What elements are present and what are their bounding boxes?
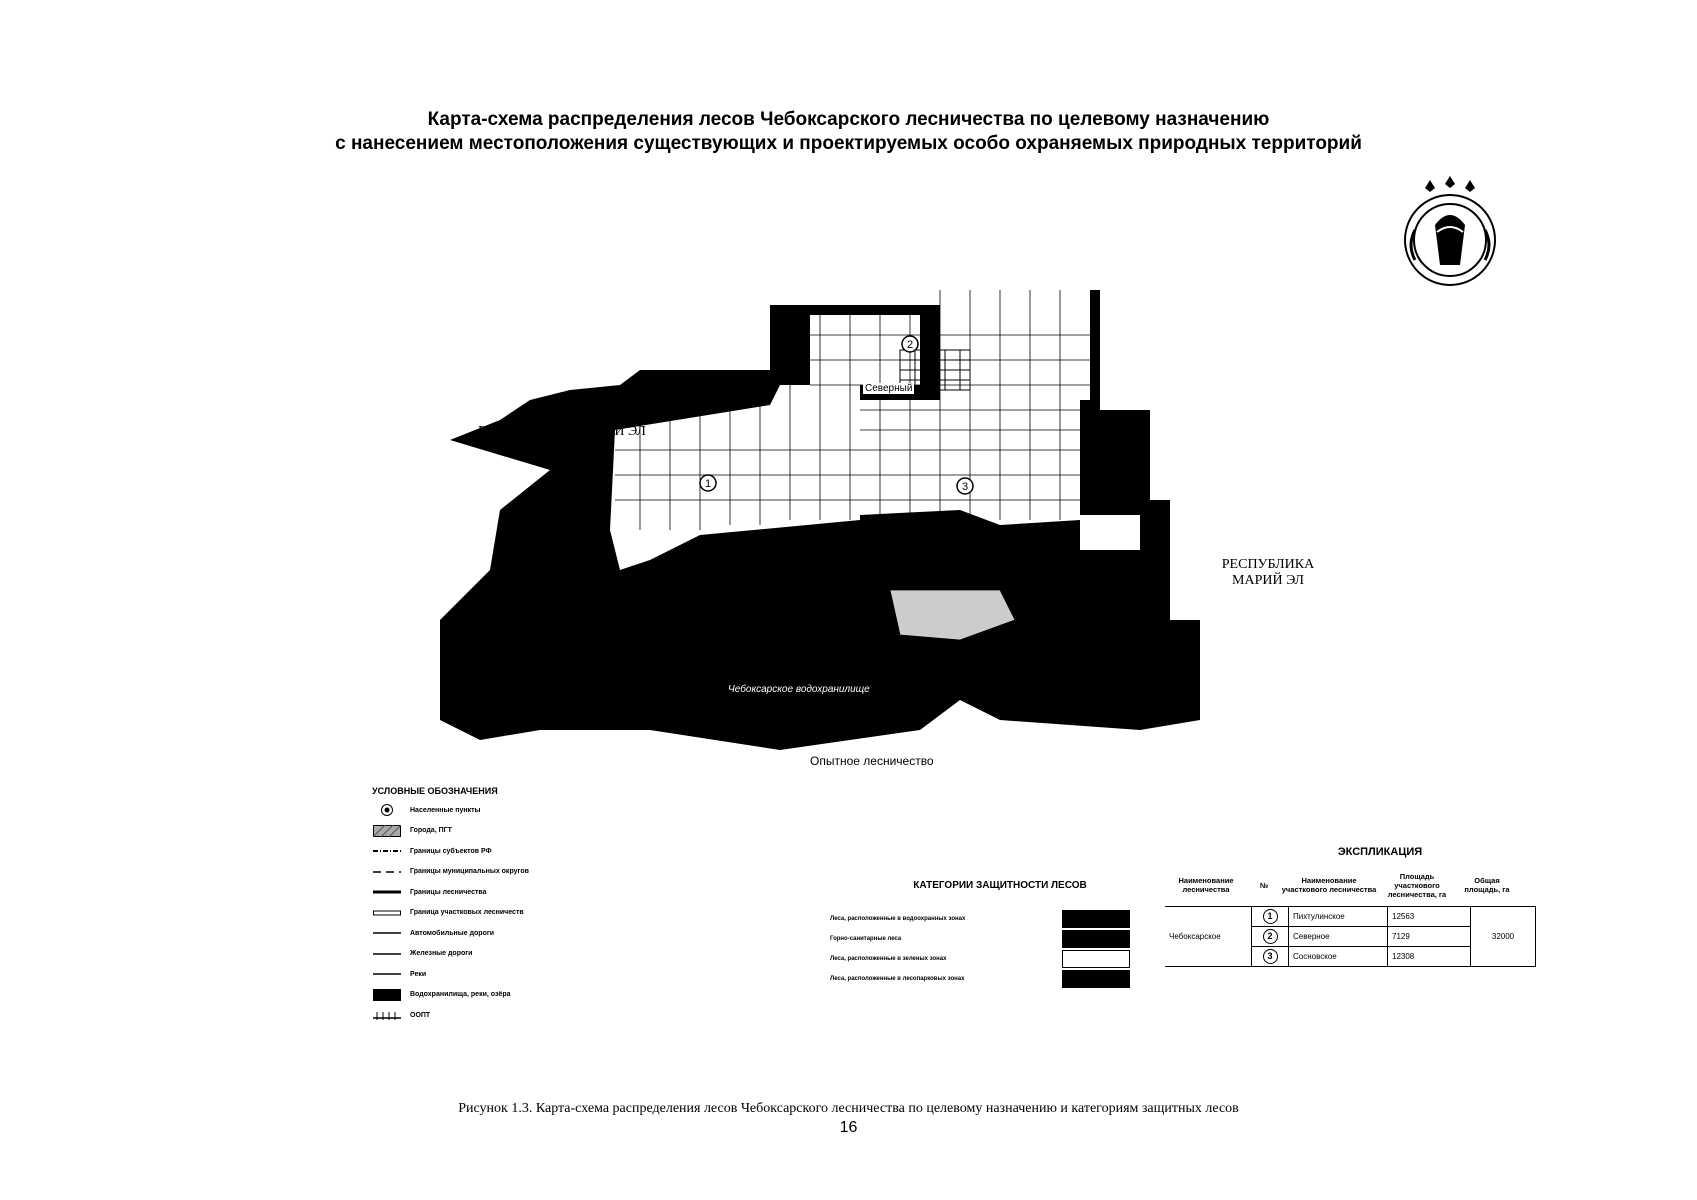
settlement-icon bbox=[372, 804, 402, 817]
category-swatch bbox=[1062, 950, 1130, 968]
svg-text:3: 3 bbox=[962, 481, 968, 493]
header-district: Наименование участкового лесничества bbox=[1281, 876, 1377, 894]
river-icon bbox=[372, 968, 402, 980]
district-number: 1 bbox=[1262, 909, 1278, 924]
district-area-cell: 12563 bbox=[1387, 906, 1471, 927]
district-area-cell: 7129 bbox=[1387, 926, 1471, 947]
table-row: 3 Сосновское 12308 bbox=[1165, 946, 1536, 967]
category-swatch bbox=[1062, 970, 1130, 988]
city-hatch-icon bbox=[372, 824, 402, 837]
legend-label: ООПТ bbox=[410, 1011, 431, 1019]
legend-label: Границы муниципальных округов bbox=[410, 868, 529, 876]
road-icon bbox=[372, 927, 402, 939]
legend-label: Автомобильные дороги bbox=[410, 929, 495, 937]
header-forestry: Наименование лесничества bbox=[1178, 876, 1234, 894]
header-total-area: Общая площадь, га bbox=[1464, 876, 1510, 894]
chuvashia-emblem-icon bbox=[1404, 176, 1496, 286]
map-title-line1: Карта-схема распределения лесов Чебоксар… bbox=[427, 109, 1270, 130]
settlement-label-severny: Северный bbox=[863, 383, 915, 394]
category-row: Леса, расположенные в зеленых зонах bbox=[830, 949, 1130, 969]
category-row: Леса, расположенные в водоохранных зонах bbox=[830, 909, 1130, 929]
legend-item: Населенные пункты bbox=[372, 800, 632, 821]
header-number: № bbox=[1259, 880, 1269, 890]
explication-header: Наименование лесничества № Наименование … bbox=[1165, 864, 1545, 906]
legend-item: Границы субъектов РФ bbox=[372, 841, 632, 862]
district-name-cell: Сосновское bbox=[1288, 946, 1388, 967]
forest-map: 1 2 3 bbox=[440, 290, 1200, 750]
protected-area-hatch bbox=[899, 349, 971, 391]
legend-label: Границы субъектов РФ bbox=[410, 847, 492, 855]
legend-label: Граница участковых лесничеств bbox=[410, 909, 524, 917]
table-row: 2 Северное 7129 bbox=[1165, 926, 1536, 947]
district-area-cell: 12308 bbox=[1387, 946, 1471, 967]
figure-caption: Рисунок 1.3. Карта-схема распределения л… bbox=[458, 1101, 1239, 1116]
legend-item: Автомобильные дороги bbox=[372, 923, 632, 944]
green-zone-forest-west bbox=[610, 385, 860, 570]
explication: ЭКСПЛИКАЦИЯ Наименование лесничества № Н… bbox=[1165, 846, 1545, 967]
category-label: Леса, расположенные в водоохранных зонах bbox=[830, 916, 966, 922]
district-name-cell: Пихтулинское bbox=[1288, 906, 1388, 927]
protection-categories: КАТЕГОРИИ ЗАЩИТНОСТИ ЛЕСОВ Леса, располо… bbox=[830, 880, 1130, 989]
category-swatch bbox=[1062, 910, 1130, 928]
explication-title: ЭКСПЛИКАЦИЯ bbox=[1337, 846, 1423, 858]
legend-item: Водохранилища, реки, озёра bbox=[372, 985, 632, 1006]
railway-icon bbox=[372, 948, 402, 960]
legend-item: Границы муниципальных округов bbox=[372, 862, 632, 883]
district-number: 2 bbox=[1262, 929, 1278, 944]
categories-title: КАТЕГОРИИ ЗАЩИТНОСТИ ЛЕСОВ bbox=[913, 880, 1087, 891]
category-swatch bbox=[1062, 930, 1130, 948]
district-border-icon bbox=[372, 907, 402, 919]
legend-label: Реки bbox=[410, 970, 427, 978]
legend-item: ООПТ bbox=[372, 1005, 632, 1026]
region-label-right: РЕСПУБЛИКА МАРИЙ ЭЛ bbox=[1218, 557, 1318, 589]
category-label: Леса, расположенные в лесопарковых зонах bbox=[830, 976, 965, 982]
district-marker-2: 2 bbox=[901, 335, 919, 353]
legend-label: Водохранилища, реки, озёра bbox=[410, 991, 511, 999]
legend-label: Железные дороги bbox=[410, 950, 473, 958]
experimental-forestry-label: Опытное лесничество bbox=[810, 754, 934, 768]
region-label-right-line2: МАРИЙ ЭЛ bbox=[1232, 573, 1304, 588]
svg-text:2: 2 bbox=[907, 339, 913, 351]
forestry-name-cell: Чебоксарское bbox=[1165, 906, 1252, 967]
category-row: Горно-санитарные леса bbox=[830, 929, 1130, 949]
green-zone-forest-northeast bbox=[940, 290, 1090, 400]
table-row: Чебоксарское 1 Пихтулинское 12563 32000 bbox=[1165, 906, 1536, 967]
category-row: Леса, расположенные в лесопарковых зонах bbox=[830, 969, 1130, 989]
municipal-border-icon bbox=[372, 866, 402, 878]
forestry-border-icon bbox=[372, 886, 402, 898]
legend-item: Реки bbox=[372, 964, 632, 985]
legend-item: Граница участковых лесничеств bbox=[372, 903, 632, 924]
district-marker-1: 1 bbox=[699, 474, 717, 492]
region-label-left: РЕСПУБЛИКА МАРИЙ ЭЛ bbox=[478, 424, 646, 439]
svg-text:1: 1 bbox=[705, 478, 711, 490]
legend-label: Населенные пункты bbox=[410, 806, 481, 814]
region-label-right-line1: РЕСПУБЛИКА bbox=[1221, 557, 1315, 572]
reservoir-label: Чебоксарское водохранилище bbox=[728, 684, 870, 695]
header-district-area: Площадь участкового лесничества, га bbox=[1387, 871, 1447, 899]
green-zone-forest-north bbox=[810, 315, 920, 385]
legend: УСЛОВНЫЕ ОБОЗНАЧЕНИЯ Населенные пункты Г… bbox=[372, 786, 632, 1026]
legend-item: Железные дороги bbox=[372, 944, 632, 965]
sosnovka-city-area bbox=[889, 589, 1016, 641]
category-label: Леса, расположенные в зеленых зонах bbox=[830, 956, 947, 962]
explication-table: Чебоксарское 1 Пихтулинское 12563 32000 … bbox=[1165, 906, 1536, 967]
protected-area-icon bbox=[372, 1009, 402, 1021]
legend-title: УСЛОВНЫЕ ОБОЗНАЧЕНИЯ bbox=[372, 786, 498, 796]
map-title-line2: с нанесением местоположения существующих… bbox=[335, 133, 1362, 154]
legend-label: Границы лесничества bbox=[410, 888, 487, 896]
total-area-cell: 32000 bbox=[1470, 906, 1536, 967]
legend-item: Границы лесничества bbox=[372, 882, 632, 903]
green-zone-forest-far-east bbox=[1080, 515, 1140, 550]
district-number: 3 bbox=[1262, 949, 1278, 964]
page-number: 16 bbox=[839, 1119, 858, 1136]
federal-border-icon bbox=[372, 845, 402, 857]
water-icon bbox=[372, 988, 402, 1001]
settlement-label-sosnovka: Сосновка bbox=[975, 642, 1020, 653]
legend-item: Города, ПГТ bbox=[372, 821, 632, 842]
legend-label: Города, ПГТ bbox=[410, 827, 452, 835]
district-marker-3: 3 bbox=[956, 477, 974, 495]
district-name-cell: Северное bbox=[1288, 926, 1388, 947]
category-label: Горно-санитарные леса bbox=[830, 936, 902, 942]
